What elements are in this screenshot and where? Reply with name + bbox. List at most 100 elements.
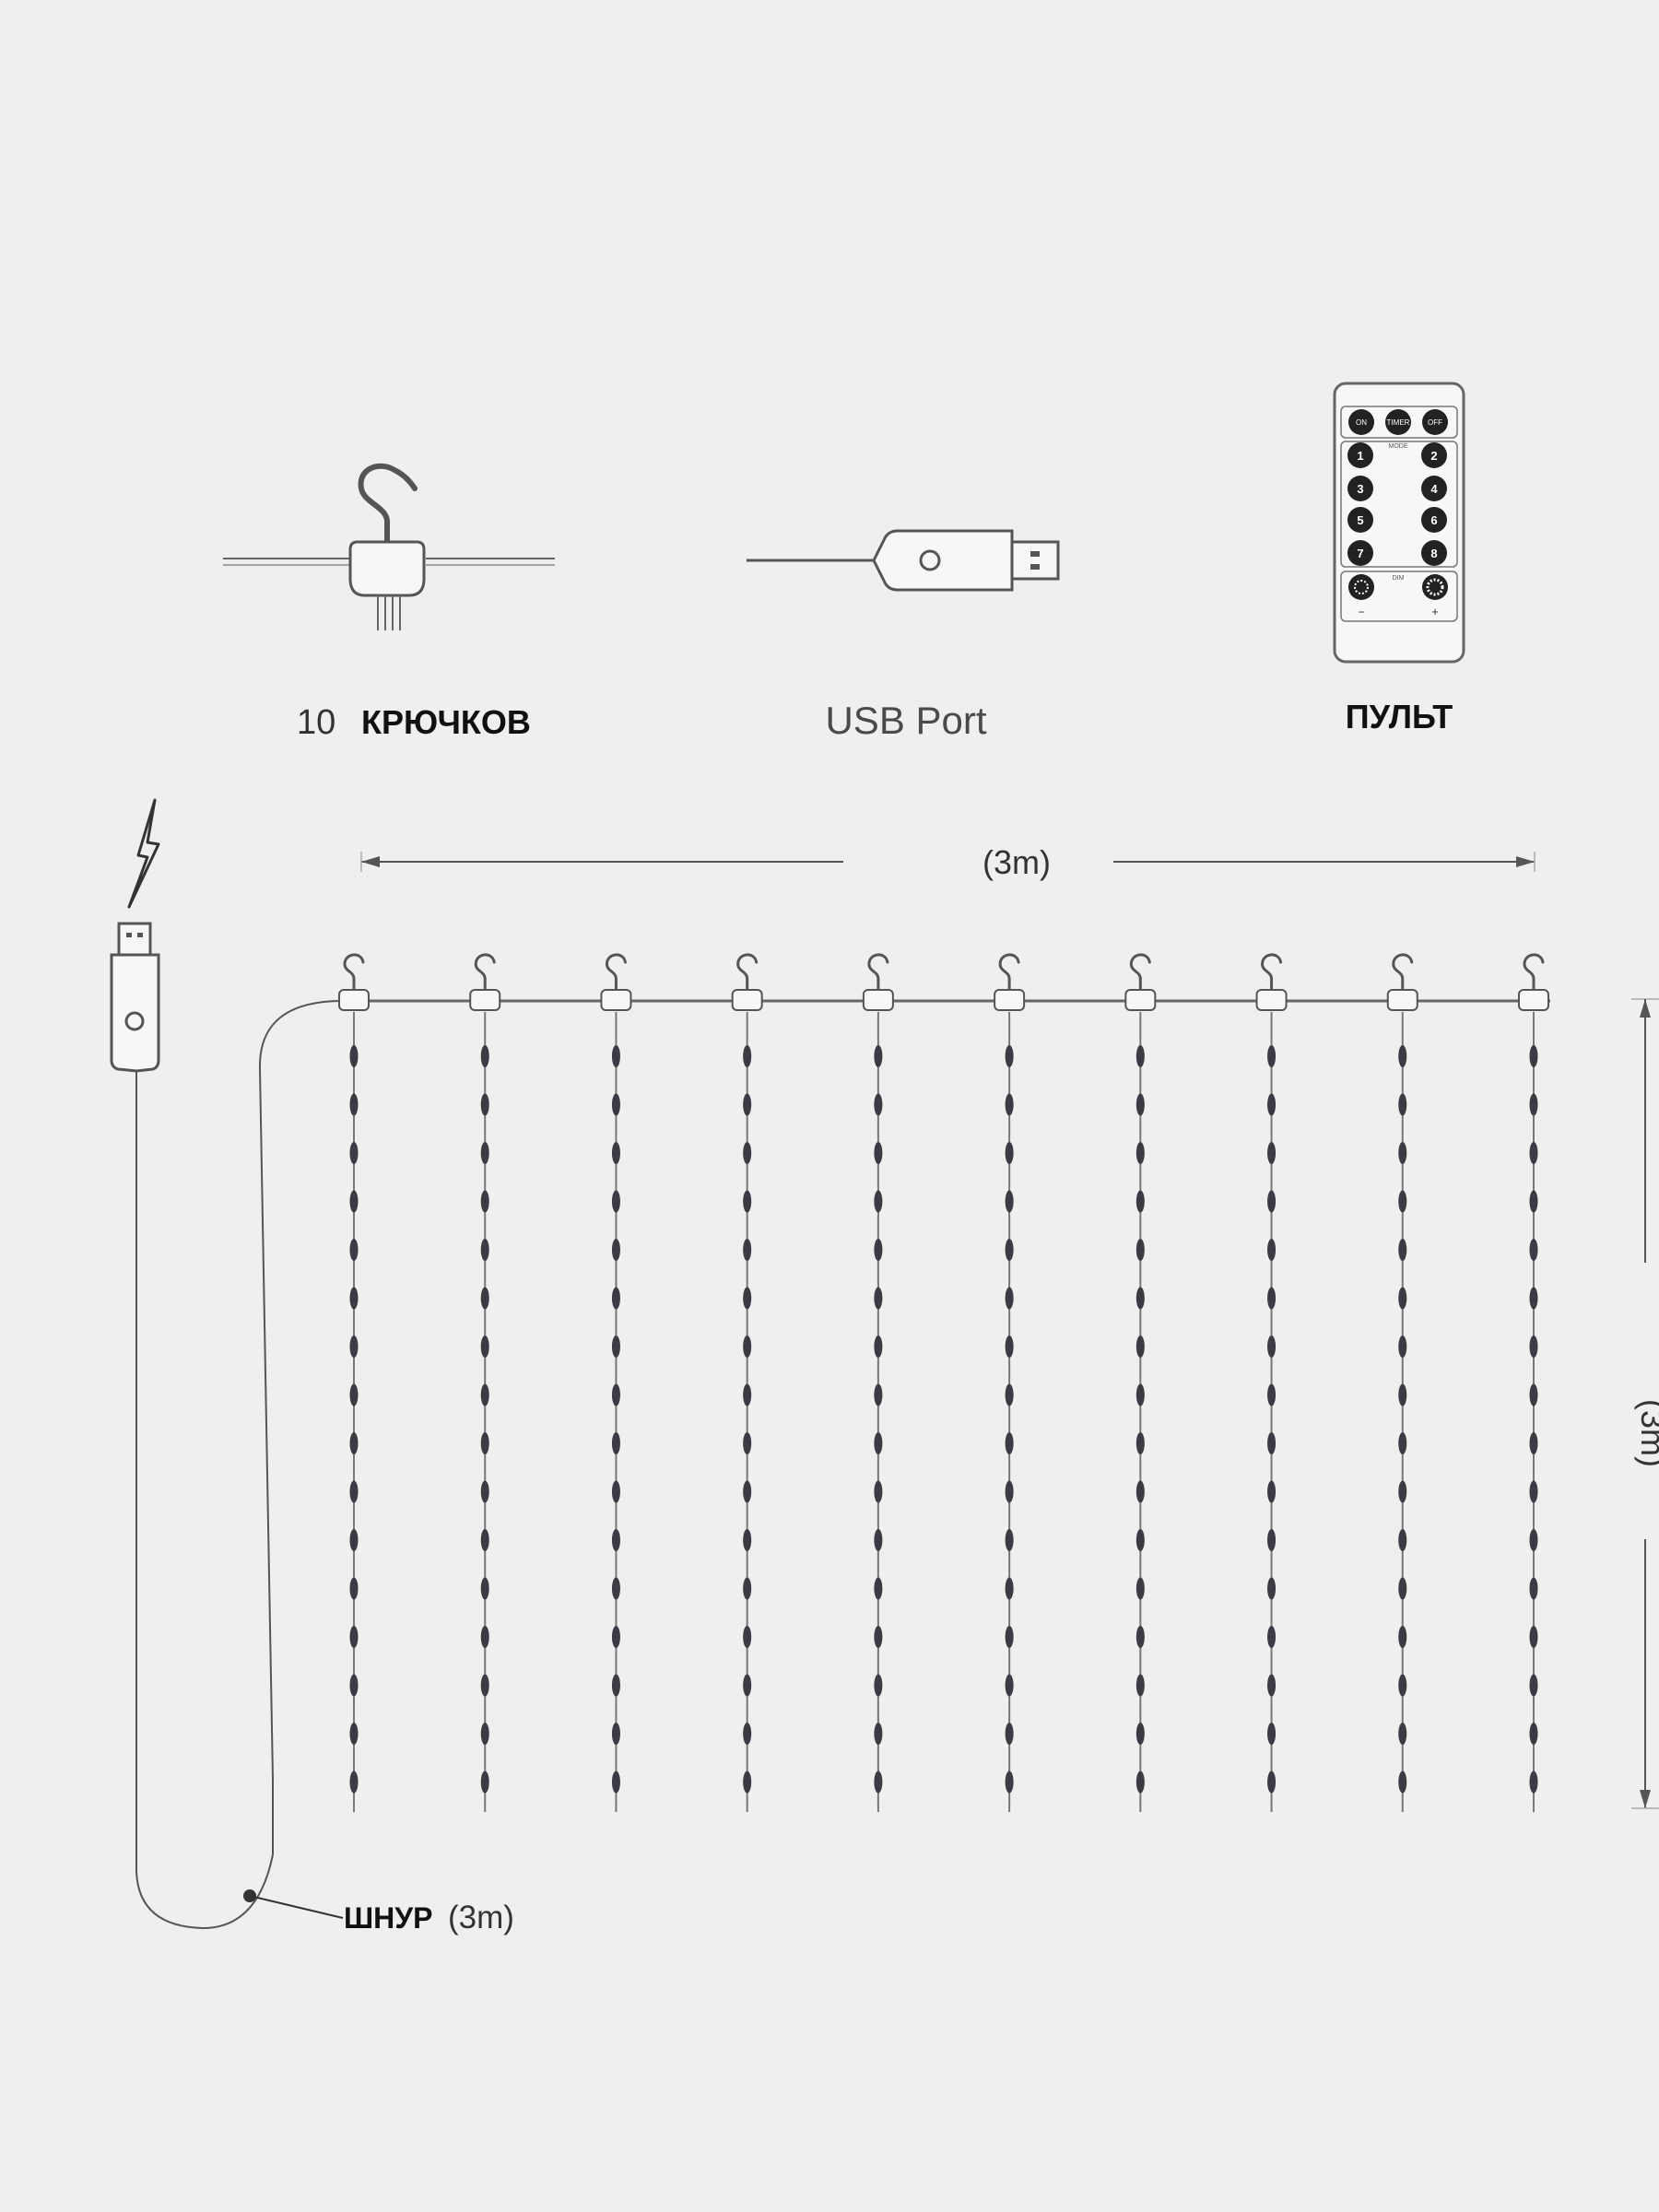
led-bulb [611,1287,620,1310]
led-bulb [1267,1335,1277,1358]
led-bulb [1529,1093,1538,1116]
led-bulb [1135,1045,1145,1067]
led-bulb [1005,1239,1014,1261]
light-strand [1518,953,1549,1812]
led-bulb [611,1142,620,1164]
remote-button-off[interactable]: OFF [1422,409,1448,435]
strand-hook-clip [731,989,763,1011]
led-bulb [349,1577,359,1600]
light-strand [994,953,1026,1812]
led-bulb [611,1771,620,1794]
remote-mode-button-3[interactable]: 3 [1347,476,1373,501]
led-bulb [1398,1432,1407,1454]
led-bulb [480,1674,489,1697]
led-bulb [874,1529,883,1551]
remote-button-timer-label: TIMER [1387,418,1410,427]
remote-dim-plus-button[interactable] [1422,574,1448,600]
led-bulb [1135,1383,1145,1406]
led-bulb [874,1335,883,1358]
led-bulb [349,1480,359,1503]
led-bulb [349,1190,359,1213]
led-bulb [1398,1335,1407,1358]
led-bulb [743,1287,752,1310]
strand-hook-clip [1386,989,1418,1011]
strand-hook-clip [994,989,1026,1011]
usb-connector-icon [1010,540,1060,581]
led-bulb [611,1432,620,1454]
remote-button-off-label: OFF [1428,418,1442,427]
led-bulb [611,1723,620,1745]
led-bulb [611,1577,620,1600]
led-bulb [480,1480,489,1503]
remote-mode-panel [1340,441,1458,568]
led-bulb [611,1480,620,1503]
remote-mode-button-label: 8 [1430,547,1437,560]
remote-mode-button-4[interactable]: 4 [1421,476,1447,501]
remote-mode-button-label: 7 [1357,547,1363,560]
remote-mode-button-2[interactable]: 2 [1421,442,1447,468]
power-plug [110,798,160,1073]
led-bulb [743,1432,752,1454]
remote-mode-button-5[interactable]: 5 [1347,507,1373,533]
remote-mode-button-6[interactable]: 6 [1421,507,1447,533]
arrow-left-icon [361,856,380,867]
led-bulb [1529,1529,1538,1551]
led-bulb [1398,1626,1407,1648]
led-bulb [1529,1626,1538,1648]
led-bulb [743,1093,752,1116]
usb-pin [1030,564,1040,570]
remote-mode-button-1[interactable]: 1 [1347,442,1373,468]
remote-mode-button-7[interactable]: 7 [1347,540,1373,566]
led-bulb [743,1335,752,1358]
curtain-strands [338,953,1549,1812]
led-bulb [874,1045,883,1067]
led-bulb [1135,1771,1145,1794]
led-bulb [1398,1045,1407,1067]
remote-button-on[interactable]: ON [1348,409,1374,435]
led-bulb [1267,1432,1277,1454]
usb-plug-body [872,529,1014,592]
strand-hook-clip [1518,989,1549,1011]
led-bulb [349,1142,359,1164]
remote-plus-label: + [1431,605,1439,618]
light-strand [731,953,763,1812]
led-bulb [743,1190,752,1213]
led-bulb [611,1045,620,1067]
remote-dim-minus-button[interactable] [1348,574,1374,600]
light-strand [338,953,370,1812]
led-bulb [1398,1142,1407,1164]
led-bulb [874,1432,883,1454]
led-bulb [874,1093,883,1116]
led-bulb [743,1529,752,1551]
led-bulb [874,1287,883,1310]
usb-plug-component [747,529,1060,592]
led-bulb [611,1674,620,1697]
remote-mode-button-label: 2 [1430,449,1437,463]
led-bulb [1267,1383,1277,1406]
remote-top-panel [1340,406,1458,439]
led-bulb [611,1190,620,1213]
light-strand [600,953,632,1812]
hook-icon [343,953,365,992]
led-bulb [1398,1190,1407,1213]
strand-hook-clip [862,989,894,1011]
light-strand [1124,953,1157,1812]
remote-mode-button-8[interactable]: 8 [1421,540,1447,566]
led-bulb [743,1674,752,1697]
arrow-right-icon [1516,856,1535,867]
cord-length: (3m) [448,1900,514,1936]
remote-dim-label: DIM [1393,575,1405,582]
led-bulb [1005,1674,1014,1697]
led-bulb [1267,1190,1277,1213]
led-bulb [1398,1674,1407,1697]
led-bulb [1267,1045,1277,1067]
led-bulb [1005,1045,1014,1067]
remote-button-timer[interactable]: TIMER [1385,409,1411,435]
led-bulb [1267,1529,1277,1551]
led-bulb [874,1626,883,1648]
remote-mode-button-label: 6 [1430,513,1437,527]
led-bulb [1005,1190,1014,1213]
led-bulb [480,1335,489,1358]
led-bulb [349,1045,359,1067]
led-bulb [1267,1142,1277,1164]
